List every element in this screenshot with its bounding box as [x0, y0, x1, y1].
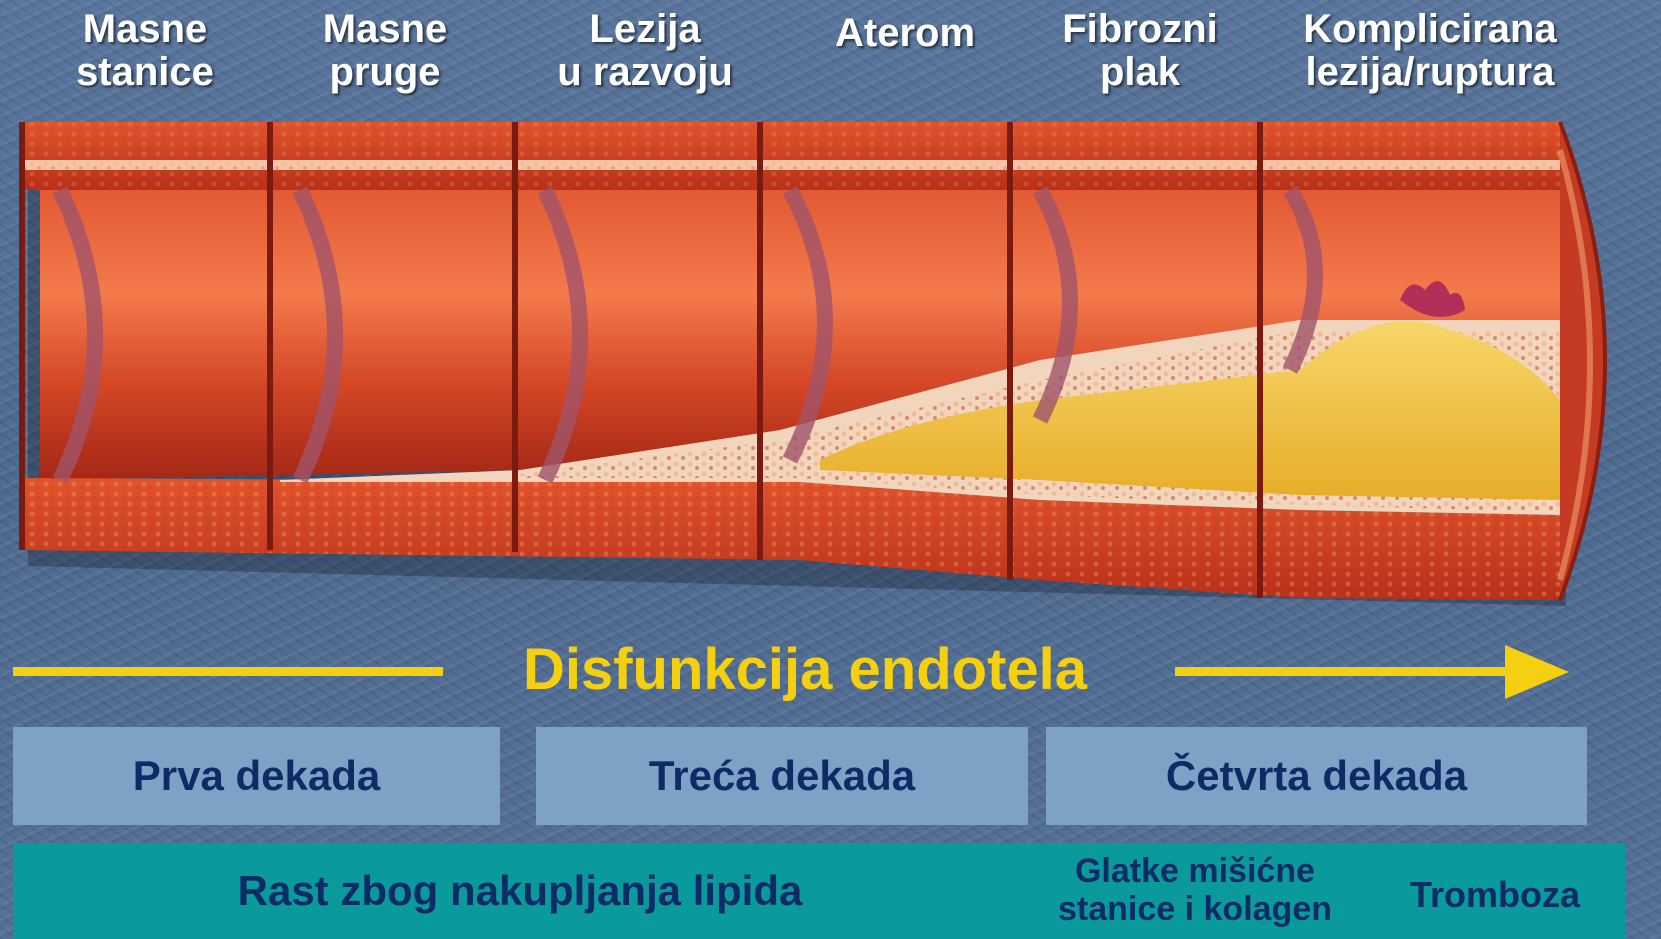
stage-label-developing-lesion: Lezija u razvoju [530, 8, 760, 94]
growth-smooth-muscle-label: Glatke mišićne stanice i kolagen [1030, 852, 1360, 928]
decade-box-third: Treća dekada [536, 727, 1028, 825]
arrow-head-icon [1505, 645, 1569, 699]
stage-label-fibrous-plaque: Fibrozni plak [1040, 8, 1240, 94]
stage-label-fatty-streaks: Masne pruge [285, 8, 485, 94]
arrow-line-left [13, 667, 443, 676]
stage-label-complicated-lesion: Komplicirana lezija/ruptura [1270, 8, 1590, 94]
decade-label: Treća dekada [649, 752, 915, 800]
growth-thrombosis-label: Tromboza [1390, 874, 1600, 916]
artery-cross-section-illustration [0, 110, 1661, 620]
decade-box-fourth: Četvrta dekada [1046, 727, 1587, 825]
arrow-line-right [1175, 667, 1510, 676]
decade-box-first: Prva dekada [13, 727, 500, 825]
growth-lipids-label: Rast zbog nakupljanja lipida [100, 866, 940, 916]
stage-label-atheroma: Aterom [800, 12, 1010, 55]
decade-label: Četvrta dekada [1166, 752, 1467, 800]
endothelial-dysfunction-title: Disfunkcija endotela [440, 636, 1170, 704]
decade-label: Prva dekada [133, 752, 381, 800]
stage-label-fatty-cells: Masne stanice [40, 8, 250, 94]
